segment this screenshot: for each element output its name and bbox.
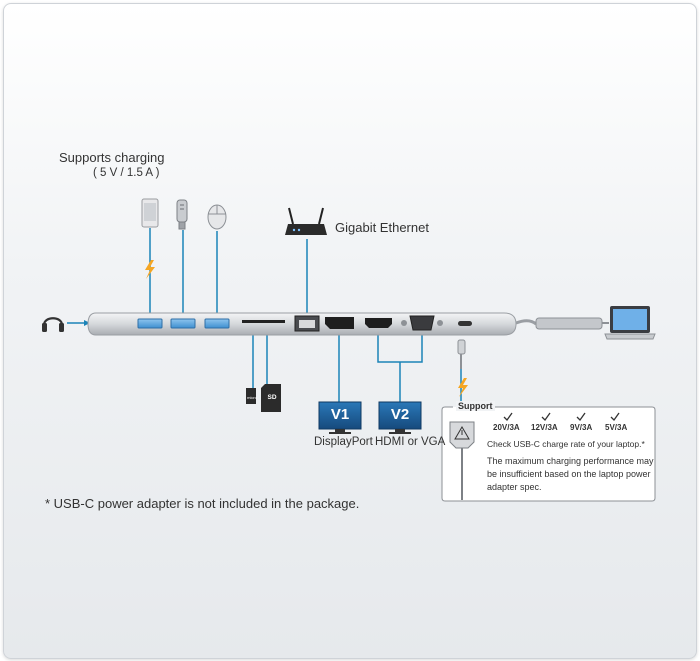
usbc-cable <box>457 339 466 369</box>
charging-limitation: The maximum charging performance may be … <box>487 456 654 492</box>
sd-slot <box>242 320 268 323</box>
charging-label: Supports charging <box>59 150 165 165</box>
spec-20v: 20V/3A <box>493 423 520 432</box>
check-icon <box>503 412 513 422</box>
lightning-icon <box>145 260 155 279</box>
monitor-v1 <box>318 401 362 434</box>
spec-9v: 9V/3A <box>570 423 593 432</box>
sd-card-icon <box>261 384 281 412</box>
headphone-icon <box>42 317 64 332</box>
monitor-v2-label: V2 <box>390 406 410 423</box>
monitor-v1-label: V1 <box>330 406 350 423</box>
microsd-card-label: micro <box>247 395 257 400</box>
check-icon <box>541 412 551 422</box>
hdmi-vga-label: HDMI or VGA <box>375 436 446 448</box>
spec-5v: 5V/3A <box>605 423 628 432</box>
usb-ports <box>137 318 230 329</box>
vga-port <box>401 315 443 331</box>
displayport-label: DisplayPort <box>314 436 373 448</box>
mouse-icon <box>207 204 227 230</box>
charging-spec: ( 5 V / 1.5 A ) <box>93 167 160 179</box>
sd-card-label: SD <box>267 394 277 401</box>
support-title: Support <box>456 401 495 411</box>
monitor-v2 <box>378 401 422 434</box>
displayport-port <box>325 317 354 329</box>
spec-12v: 12V/3A <box>531 423 558 432</box>
support-box <box>441 406 656 502</box>
laptop-cable <box>515 317 609 330</box>
ethernet-port <box>294 315 320 332</box>
usb-stick-icon <box>176 199 188 230</box>
laptop-icon <box>604 306 656 340</box>
microsd-card-icon <box>246 388 256 404</box>
ethernet-label: Gigabit Ethernet <box>335 220 429 235</box>
phone-icon <box>141 198 159 228</box>
connector-lines <box>67 228 462 402</box>
usbc-port <box>458 321 472 326</box>
check-icon <box>610 412 620 422</box>
power-adapter-icon <box>449 421 475 500</box>
headphone-arrow <box>84 320 90 326</box>
diagram-canvas <box>42 198 656 502</box>
diagram-frame: V1 V2 SD micro Supports charging ( 5 V /… <box>3 3 697 659</box>
lightning-icon <box>458 378 468 397</box>
microsd-slot <box>268 320 285 323</box>
footnote: * USB-C power adapter is not included in… <box>45 496 360 511</box>
hdmi-port <box>365 318 392 328</box>
check-note: Check USB-C charge rate of your laptop.* <box>487 439 645 449</box>
router-icon <box>285 207 327 235</box>
check-icon <box>576 412 586 422</box>
